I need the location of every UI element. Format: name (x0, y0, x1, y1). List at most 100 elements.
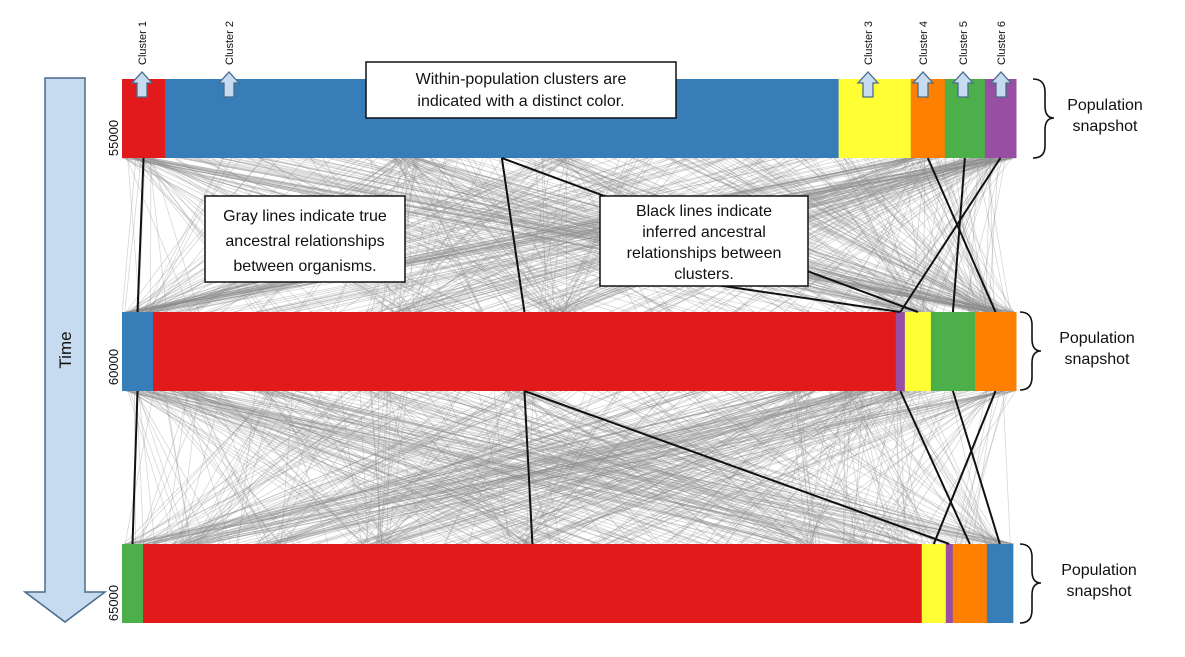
true-ancestry-line (137, 390, 189, 545)
true-ancestry-line (135, 157, 999, 313)
true-ancestry-line (129, 157, 927, 313)
true-ancestry-line (899, 390, 921, 545)
true-ancestry-line (754, 157, 912, 313)
cluster-arrows: Cluster 1 Cluster 2 Cluster 3 Cluster 4 … (130, 21, 1013, 98)
true-ancestry-line (525, 390, 970, 545)
true-ancestry-line (401, 157, 553, 313)
true-ancestry-line (184, 390, 551, 545)
true-ancestry-line (542, 157, 555, 313)
true-ancestry-line (722, 157, 989, 313)
true-ancestry-line (621, 390, 868, 545)
true-ancestry-line (255, 157, 914, 313)
true-ancestry-line (235, 390, 274, 545)
true-ancestry-line (840, 157, 908, 313)
true-ancestry-line (275, 390, 805, 545)
side-label-2a: Population (1059, 330, 1135, 347)
true-ancestry-line (403, 157, 415, 313)
true-ancestry-line (784, 157, 936, 313)
true-ancestry-line (138, 390, 901, 545)
true-ancestry-line (505, 390, 807, 545)
true-ancestry-line (398, 157, 534, 313)
true-ancestry-line (410, 390, 1013, 545)
true-ancestry-line (253, 390, 511, 545)
true-ancestry-line (914, 157, 1015, 313)
true-ancestry-line (515, 390, 658, 545)
cluster-segment (153, 312, 897, 391)
true-ancestry-line (695, 157, 988, 313)
true-ancestry-line (376, 390, 403, 545)
true-ancestry-line (192, 390, 940, 545)
true-ancestry-line (533, 390, 875, 545)
true-ancestry-line (188, 390, 535, 545)
inferred-ancestry-line (500, 157, 526, 313)
true-ancestry-line (667, 390, 815, 545)
true-ancestry-line (664, 390, 864, 545)
true-ancestry-line (365, 157, 567, 313)
true-ancestry-line (183, 390, 231, 545)
true-ancestry-line (508, 390, 809, 545)
callout-black-line2: inferred ancestral (642, 224, 766, 241)
true-ancestry-line (398, 157, 724, 313)
true-ancestry-line (170, 390, 295, 545)
true-ancestry-line (596, 390, 789, 545)
true-ancestry-line (153, 390, 407, 545)
true-ancestry-line (125, 157, 915, 313)
true-ancestry-line (386, 390, 666, 545)
true-ancestry-line (445, 390, 857, 545)
true-ancestry-line (134, 157, 269, 313)
true-ancestry-line (186, 390, 382, 545)
true-ancestry-line (193, 390, 271, 545)
true-ancestry-line (175, 390, 651, 545)
true-ancestry-line (530, 390, 595, 545)
true-ancestry-line (737, 390, 988, 545)
true-ancestry-line (134, 390, 210, 545)
true-ancestry-line (232, 390, 902, 545)
true-ancestry-line (833, 157, 1000, 313)
true-ancestry-line (145, 157, 255, 313)
true-ancestry-line (848, 390, 874, 545)
true-ancestry-line (129, 157, 878, 313)
true-ancestry-line (142, 390, 917, 545)
true-ancestry-line (410, 390, 1015, 545)
true-ancestry-line (694, 157, 1001, 313)
true-ancestry-line (472, 157, 552, 313)
true-ancestry-line (370, 390, 383, 545)
true-ancestry-line (392, 157, 508, 313)
true-ancestry-line (171, 390, 704, 545)
true-ancestry-line (176, 157, 918, 313)
true-ancestry-line (376, 390, 388, 545)
inferred-ancestry-line (524, 390, 950, 545)
true-ancestry-line (316, 390, 787, 545)
true-ancestry-line (258, 390, 417, 545)
true-ancestry-line (414, 157, 448, 313)
true-ancestry-line (414, 390, 993, 545)
true-ancestry-line (517, 390, 618, 545)
true-ancestry-line (245, 157, 923, 313)
true-ancestry-line (365, 390, 386, 545)
true-ancestry-line (871, 390, 891, 545)
true-ancestry-line (375, 390, 760, 545)
true-ancestry-line (831, 390, 856, 545)
true-ancestry-line (260, 390, 865, 545)
inferred-ancestry-line (951, 157, 966, 313)
true-ancestry-line (522, 390, 670, 545)
true-ancestry-line (682, 157, 995, 313)
true-ancestry-line (921, 157, 972, 313)
true-ancestry-line (379, 390, 1012, 545)
true-ancestry-line (396, 390, 1001, 545)
true-ancestry-line (163, 390, 192, 545)
true-ancestry-line (863, 157, 972, 313)
true-ancestry-line (181, 157, 909, 313)
true-ancestry-line (219, 390, 363, 545)
true-ancestry-line (171, 390, 941, 545)
true-ancestry-line (393, 157, 548, 313)
true-ancestry-line (757, 157, 1015, 313)
true-ancestry-line (136, 390, 893, 545)
true-ancestry-line (390, 390, 519, 545)
true-ancestry-line (135, 157, 1013, 313)
true-ancestry-line (274, 390, 322, 545)
true-ancestry-line (787, 390, 809, 545)
true-ancestry-line (845, 390, 900, 545)
true-ancestry-line (388, 157, 568, 313)
true-ancestry-line (942, 157, 997, 313)
